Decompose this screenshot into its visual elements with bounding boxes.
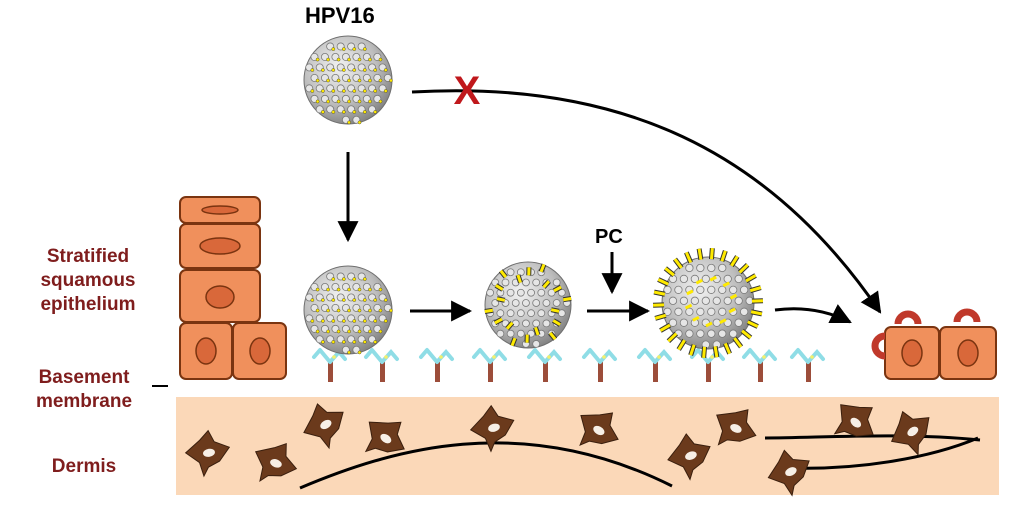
dermis-band [176,397,999,495]
virion-hpv16-icon [485,262,571,348]
virion-hpv16-icon [653,248,763,358]
entry-receptor-icon [898,314,918,324]
hspg-receptor-icon [314,350,345,382]
epithelial-cell [885,327,939,379]
hspg-receptor-icon [792,350,823,382]
hspg-receptor-icon [529,350,560,382]
title-hpv16: HPV16 [305,3,375,29]
hspg-receptor-icon [366,350,397,382]
epithelium-cells [180,197,286,379]
arrows [348,91,880,322]
epithelial-cell [180,197,260,223]
label-line: squamous [10,269,166,293]
epithelial-cell [180,270,260,322]
virion-hpv16-icon [304,36,393,124]
label-basement-membrane: Basement membrane [10,366,158,414]
virion-group [304,36,763,358]
epithelial-cell [233,323,286,379]
label-line: membrane [10,390,158,414]
label-line: Basement [10,366,158,390]
hspg-receptor-icon [744,350,775,382]
hspg-receptor-icon [584,350,615,382]
epithelial-cell [180,323,232,379]
epithelium-cells-right [875,312,996,379]
entry-receptor-icon [957,312,977,322]
label-line: Stratified [10,245,166,269]
label-pc: PC [595,226,623,249]
hspg-receptor-icon [421,350,452,382]
epithelial-cell [940,327,996,379]
label-stratified-squamous-epithelium: Stratified squamous epithelium [10,245,166,317]
virion-hpv16-icon [304,266,393,354]
epithelial-cell [180,224,260,268]
hspg-receptor-row [314,350,823,382]
label-dermis: Dermis [10,455,158,479]
blocked-x-icon: X [454,69,481,113]
entry-receptor-icon [875,336,885,356]
arrow-step-3 [775,309,850,322]
label-line: epithelium [10,293,166,317]
arrow-direct-entry-blocked [412,91,880,312]
hspg-receptor-icon [639,350,670,382]
hspg-receptor-icon [474,350,505,382]
